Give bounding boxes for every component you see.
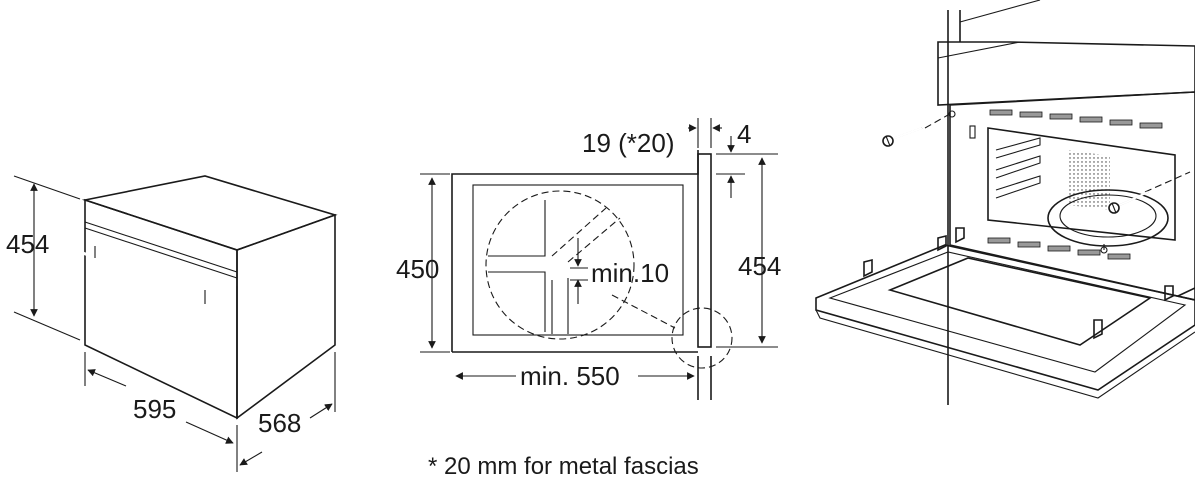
footnote-text: * 20 mm for metal fascias: [428, 453, 699, 480]
front-panel: [697, 153, 712, 348]
min-depth-label: min. 550: [520, 361, 620, 391]
oven-body-frame: [949, 91, 1195, 301]
oven-isometric-drawing: [13, 175, 338, 472]
detail-source-circle: [671, 307, 733, 369]
installed-oven-drawing: [815, 0, 1195, 405]
oven-control-panel-line: [84, 221, 238, 273]
min-clearance-label: min.10: [591, 258, 669, 288]
panel-gap-label: 19 (*20): [582, 128, 675, 158]
appliance-in-niche: [472, 184, 684, 336]
screw-left: [882, 114, 949, 147]
oven-control-panel-line-2: [84, 227, 238, 279]
door-glass: [887, 257, 1153, 346]
oven-front-face: [84, 198, 238, 420]
top-offset-label: 4: [737, 119, 751, 149]
bottom-vents: [987, 237, 1131, 260]
front-height-label: 454: [738, 251, 781, 281]
turntable-plate: [1047, 189, 1169, 247]
oven-side-face: [236, 213, 336, 420]
oven-depth-label: 568: [258, 408, 301, 438]
oven-height-label: 454: [6, 229, 49, 259]
screw-right: [1108, 171, 1191, 214]
oven-cavity: [987, 127, 1176, 241]
cabinet-outline: [451, 150, 699, 352]
niche-height-label: 450: [396, 254, 439, 284]
niche-section-drawing: [420, 118, 778, 400]
detail-circle: [485, 190, 635, 340]
oven-width-label: 595: [133, 394, 176, 424]
top-vents: [989, 109, 1163, 129]
